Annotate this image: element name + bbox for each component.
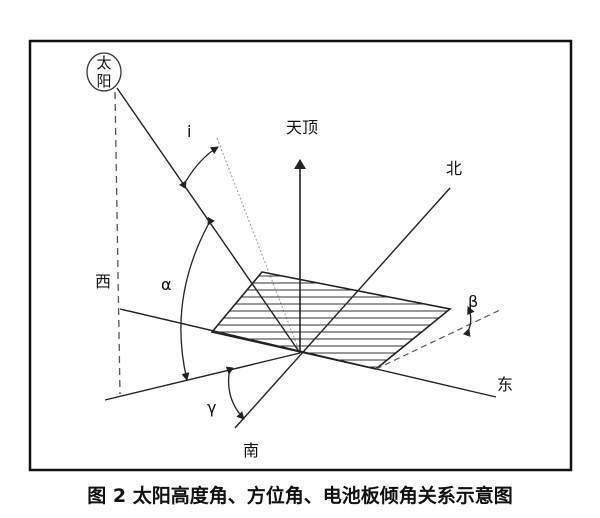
incidence-angle-arc xyxy=(178,146,219,190)
tilt-angle-arc xyxy=(462,306,475,337)
west-label: 西 xyxy=(95,272,111,291)
sun-label-line2: 阳 xyxy=(96,72,111,90)
solar-panel xyxy=(210,271,452,370)
north-south-axis xyxy=(234,187,451,429)
north-label: 北 xyxy=(446,159,462,178)
ground-projection-line xyxy=(104,352,301,401)
azimuth-angle-arc xyxy=(225,366,245,420)
incidence-label: i xyxy=(187,122,191,141)
gamma-label: γ xyxy=(207,398,216,417)
panel-normal-line xyxy=(216,137,301,354)
alpha-label: α xyxy=(161,275,172,294)
sun-ray-line xyxy=(116,87,301,354)
zenith-label: 天顶 xyxy=(286,118,318,137)
sun-circle xyxy=(86,52,122,92)
solar-angle-diagram: 太 阳 天顶 北 西 东 南 α β γ i xyxy=(28,39,573,472)
east-label: 东 xyxy=(497,375,513,394)
altitude-angle-arc xyxy=(180,216,215,381)
south-label: 南 xyxy=(243,441,259,460)
sun-projection-line xyxy=(114,91,121,395)
diagram-frame xyxy=(28,39,573,472)
figure-caption: 图 2 太阳高度角、方位角、电池板倾角关系示意图 xyxy=(87,485,513,507)
panel-dashed-extension xyxy=(375,309,501,370)
beta-label: β xyxy=(468,292,478,311)
sun-label-line1: 太 xyxy=(96,54,111,72)
